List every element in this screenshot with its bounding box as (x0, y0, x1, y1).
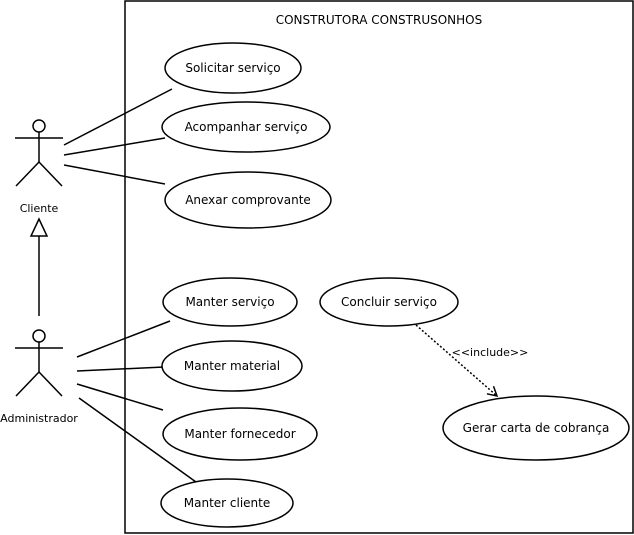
assoc-admin-manter-servico (76, 320, 171, 358)
actor-administrador-label: Administrador (0, 412, 78, 425)
svg-text:Anexar comprovante: Anexar comprovante (185, 193, 311, 207)
actor-cliente-left-leg (15, 161, 40, 187)
include-label: <<include>> (452, 346, 529, 359)
actor-cliente-right-leg (38, 161, 63, 187)
actor-administrador-left-leg (15, 371, 40, 397)
actor-cliente-label: Cliente (20, 202, 59, 215)
assoc-cliente-solicitar (63, 88, 173, 146)
usecase-manter-servico[interactable]: Manter serviço (162, 277, 298, 327)
svg-text:Manter cliente: Manter cliente (184, 496, 271, 510)
svg-text:Manter fornecedor: Manter fornecedor (184, 427, 295, 441)
assoc-admin-manter-fornecedor (76, 383, 164, 411)
usecase-solicitar-servico[interactable]: Solicitar serviço (164, 42, 302, 94)
generalization-arrowhead (29, 217, 49, 237)
usecase-manter-cliente[interactable]: Manter cliente (160, 478, 294, 528)
assoc-admin-manter-material (76, 366, 165, 372)
actor-administrador[interactable]: Administrador (0, 329, 78, 425)
svg-text:Solicitar serviço: Solicitar serviço (185, 61, 280, 75)
usecase-gerar-carta-cobranca[interactable]: Gerar carta de cobrança (442, 395, 630, 461)
usecase-manter-material[interactable]: Manter material (161, 340, 303, 392)
svg-text:Manter material: Manter material (184, 359, 280, 373)
usecase-acompanhar-servico[interactable]: Acompanhar serviço (161, 101, 331, 153)
svg-text:Manter serviço: Manter serviço (185, 295, 274, 309)
usecase-manter-fornecedor[interactable]: Manter fornecedor (162, 407, 318, 461)
actor-cliente[interactable]: Cliente (15, 119, 63, 215)
usecase-concluir-servico[interactable]: Concluir serviço (319, 277, 459, 327)
usecase-anexar-comprovante[interactable]: Anexar comprovante (164, 171, 332, 229)
include-dependency-line (415, 324, 499, 398)
assoc-cliente-acompanhar (63, 137, 166, 156)
assoc-cliente-anexar (63, 164, 166, 185)
svg-text:Concluir serviço: Concluir serviço (341, 295, 437, 309)
actor-cliente-head (32, 119, 46, 133)
svg-text:Gerar carta de cobrança: Gerar carta de cobrança (463, 421, 610, 435)
actor-administrador-right-leg (38, 371, 63, 397)
system-title: CONSTRUTORA CONSTRUSONHOS (276, 13, 483, 27)
svg-text:Acompanhar serviço: Acompanhar serviço (185, 120, 308, 134)
assoc-admin-manter-cliente (78, 397, 197, 483)
actor-administrador-head (32, 329, 46, 343)
